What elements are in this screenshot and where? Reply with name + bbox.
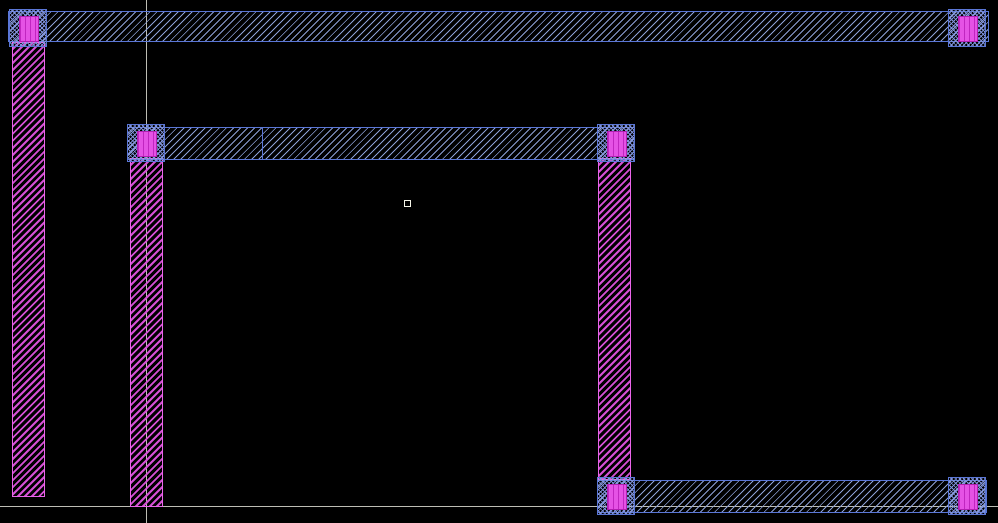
crosshair-horizontal-line	[0, 506, 998, 507]
via-cut-via-mid-left	[137, 131, 157, 157]
contact-via-top-left[interactable]	[9, 9, 47, 47]
contact-via-top-right[interactable]	[948, 9, 986, 47]
metal1-trace-midleft-vertical[interactable]	[130, 158, 163, 507]
via-cut-via-bottom-right	[958, 484, 978, 510]
metal2-trace-mid-horizontal[interactable]	[127, 127, 635, 160]
metal1-trace-midright-vertical[interactable]	[598, 158, 631, 480]
box-tool-cursor	[404, 200, 411, 207]
via-cut-via-top-left	[19, 16, 39, 42]
via-cut-via-top-right	[958, 16, 978, 42]
contact-via-bottom-right[interactable]	[948, 477, 986, 515]
via-cut-via-mid-right	[607, 131, 627, 157]
metal1-trace-left-vertical[interactable]	[12, 42, 45, 497]
via-cut-via-bottom-left	[607, 484, 627, 510]
metal2-trace-top-horizontal[interactable]	[8, 11, 989, 42]
metal2-trace-bottom-horizontal[interactable]	[597, 480, 987, 513]
contact-via-mid-right[interactable]	[597, 124, 635, 162]
metal2-trace-mid-segment-seam	[262, 127, 263, 160]
contact-via-mid-left[interactable]	[127, 124, 165, 162]
contact-via-bottom-left[interactable]	[597, 477, 635, 515]
